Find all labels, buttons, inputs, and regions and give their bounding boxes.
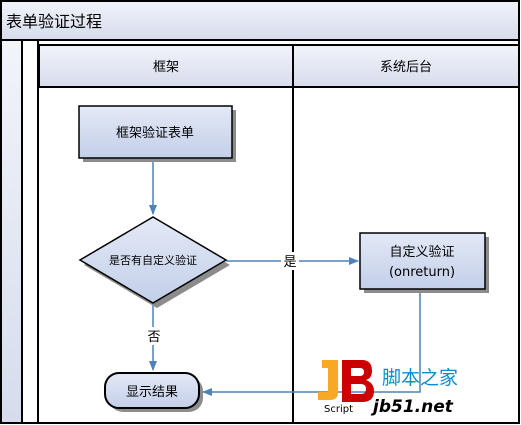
diagram-title: 表单验证过程 [6, 12, 102, 31]
watermark-script-text: Script [324, 404, 353, 415]
node-custom-validate-sublabel: (onreturn) [389, 265, 455, 280]
node-custom-validate-label: 自定义验证 [389, 244, 454, 260]
node-show-result [104, 372, 200, 409]
lane-label-right: 系统后台 [380, 60, 432, 75]
watermark-site-url: jb51.net [370, 397, 454, 417]
pool-border [0, 39, 520, 424]
node-form-validate [78, 105, 233, 159]
edge-custom-to-result [202, 290, 421, 396]
node-form-validate-label: 框架验证表单 [116, 125, 194, 141]
edge-label-yes: 是 [283, 255, 296, 270]
lane-label-left: 框架 [153, 60, 179, 75]
lane-header-left [38, 44, 294, 88]
node-decision-label: 是否有自定义验证 [109, 253, 197, 267]
pool-left-strip [2, 41, 22, 422]
watermark-logo: Script [318, 360, 374, 415]
node-show-result-label: 显示结果 [126, 385, 178, 400]
lane-header-right [292, 44, 520, 88]
watermark-site-cn: 脚本之家 [382, 367, 458, 389]
title-bar [0, 0, 520, 41]
node-custom-validate [359, 232, 486, 290]
node-decision [78, 216, 228, 304]
edge-label-no: 否 [147, 330, 160, 345]
